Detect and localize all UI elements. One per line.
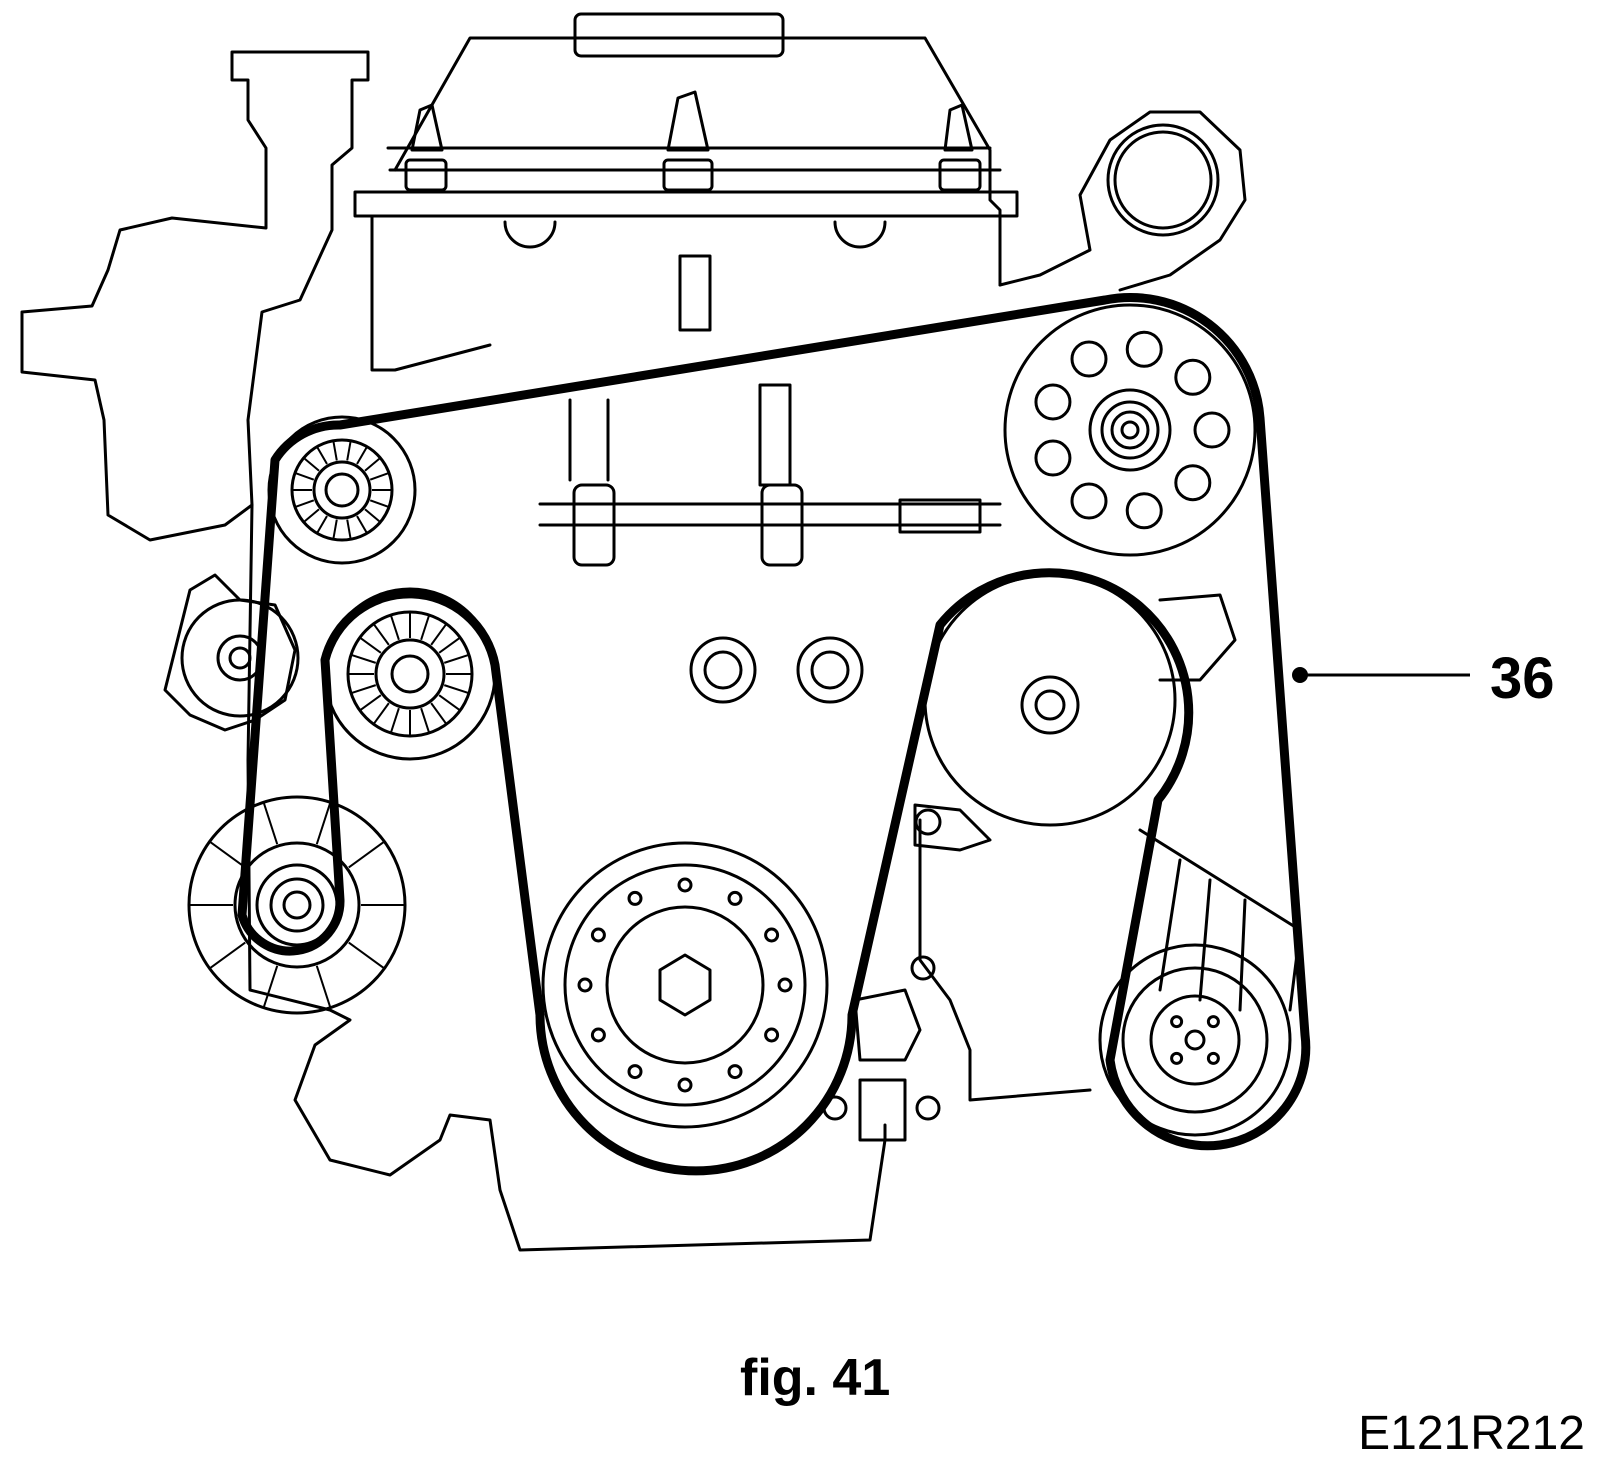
pulley-bolt: [627, 1064, 643, 1080]
pulley-spoke: [303, 508, 320, 523]
pulley-spoke: [294, 499, 315, 509]
pulley-spoke: [350, 684, 377, 695]
pulley-spoke: [443, 684, 470, 695]
belt-callout: 36: [1292, 646, 1555, 711]
pulley-bolt: [1170, 1051, 1184, 1065]
pulley-bolt: [1170, 1015, 1184, 1029]
pulley-hole: [1174, 464, 1212, 502]
pulley-bolt: [764, 1027, 780, 1043]
pulley-spoke: [438, 694, 461, 712]
pulley-bolt: [590, 1027, 606, 1043]
pulley-spoke: [209, 941, 246, 970]
pulley-spoke: [348, 840, 385, 869]
water-pump-pulley: [1003, 303, 1257, 557]
alternator-pulley: [163, 573, 300, 732]
pulley-spoke: [430, 623, 448, 646]
pulley-spoke: [420, 614, 431, 641]
pulley-spoke: [356, 515, 368, 534]
pulley-hole: [1193, 411, 1231, 449]
pulley-bolt: [777, 977, 793, 993]
pulley-spoke: [364, 457, 381, 472]
reference-code: E121R212: [1358, 1407, 1585, 1460]
pulley-spoke: [430, 702, 448, 725]
pulley-bolt: [590, 927, 606, 943]
pulley-spoke: [359, 694, 382, 712]
injector-rail: [538, 383, 1002, 567]
pulley-spoke: [356, 446, 368, 465]
callout-label: 36: [1490, 646, 1555, 711]
pulley-spoke: [303, 457, 320, 472]
pulley-spoke: [332, 519, 338, 540]
pulley-details: [189, 330, 1231, 1093]
pulley-bolt: [727, 1064, 743, 1080]
pulley-bolt: [627, 890, 643, 906]
pulley-bolt: [677, 1077, 693, 1093]
lower-idler-pulley: [1098, 943, 1292, 1137]
pulley-spoke: [294, 471, 315, 481]
pulley-bolt: [764, 927, 780, 943]
pulley-hole: [1034, 439, 1072, 477]
pulley-bolt: [577, 977, 593, 993]
crankshaft-pulley: [541, 841, 829, 1129]
pulley-spoke: [359, 636, 382, 654]
pulley-spoke: [316, 515, 328, 534]
pulley-spoke: [350, 653, 377, 664]
pulley-spoke: [346, 440, 352, 461]
pulley-spoke: [209, 840, 246, 869]
pulley-spoke: [369, 499, 390, 509]
pulley-spoke: [438, 636, 461, 654]
pulley-spoke: [316, 446, 328, 465]
pulley-spoke: [262, 801, 279, 845]
pulley-bolt: [677, 877, 693, 893]
pulley-hole: [1070, 482, 1108, 520]
engine-outline: [20, 12, 1302, 1252]
cover-bolts: [386, 90, 1002, 192]
pulley-hole: [1125, 330, 1163, 368]
pulley-bolt: [1206, 1051, 1220, 1065]
ac-compressor-pulley: [923, 573, 1177, 827]
pulley-hole: [1125, 492, 1163, 530]
figure-caption: fig. 41: [740, 1349, 891, 1407]
drive-belt: [237, 293, 1311, 1176]
pulley-spoke: [372, 623, 390, 646]
pulley-spoke: [372, 702, 390, 725]
pulley-spoke: [346, 519, 352, 540]
pulley-spoke: [420, 707, 431, 734]
pulley-bolt: [727, 890, 743, 906]
callout-dot: [1292, 667, 1308, 683]
pulley-hole: [1174, 358, 1212, 396]
pulley-spoke: [262, 965, 279, 1009]
pulley-spoke: [348, 941, 385, 970]
pulley-spoke: [315, 965, 332, 1009]
pulley-spoke: [389, 707, 400, 734]
pulley-hole: [1070, 340, 1108, 378]
pulley-spoke: [369, 471, 390, 481]
pulley-spoke: [364, 508, 381, 523]
pulley-spoke: [389, 614, 400, 641]
pulley-spoke: [315, 801, 332, 845]
pulley-spoke: [332, 440, 338, 461]
pulley-spoke: [443, 653, 470, 664]
pulley-hole: [1034, 383, 1072, 421]
pulley-bolt: [1206, 1015, 1220, 1029]
